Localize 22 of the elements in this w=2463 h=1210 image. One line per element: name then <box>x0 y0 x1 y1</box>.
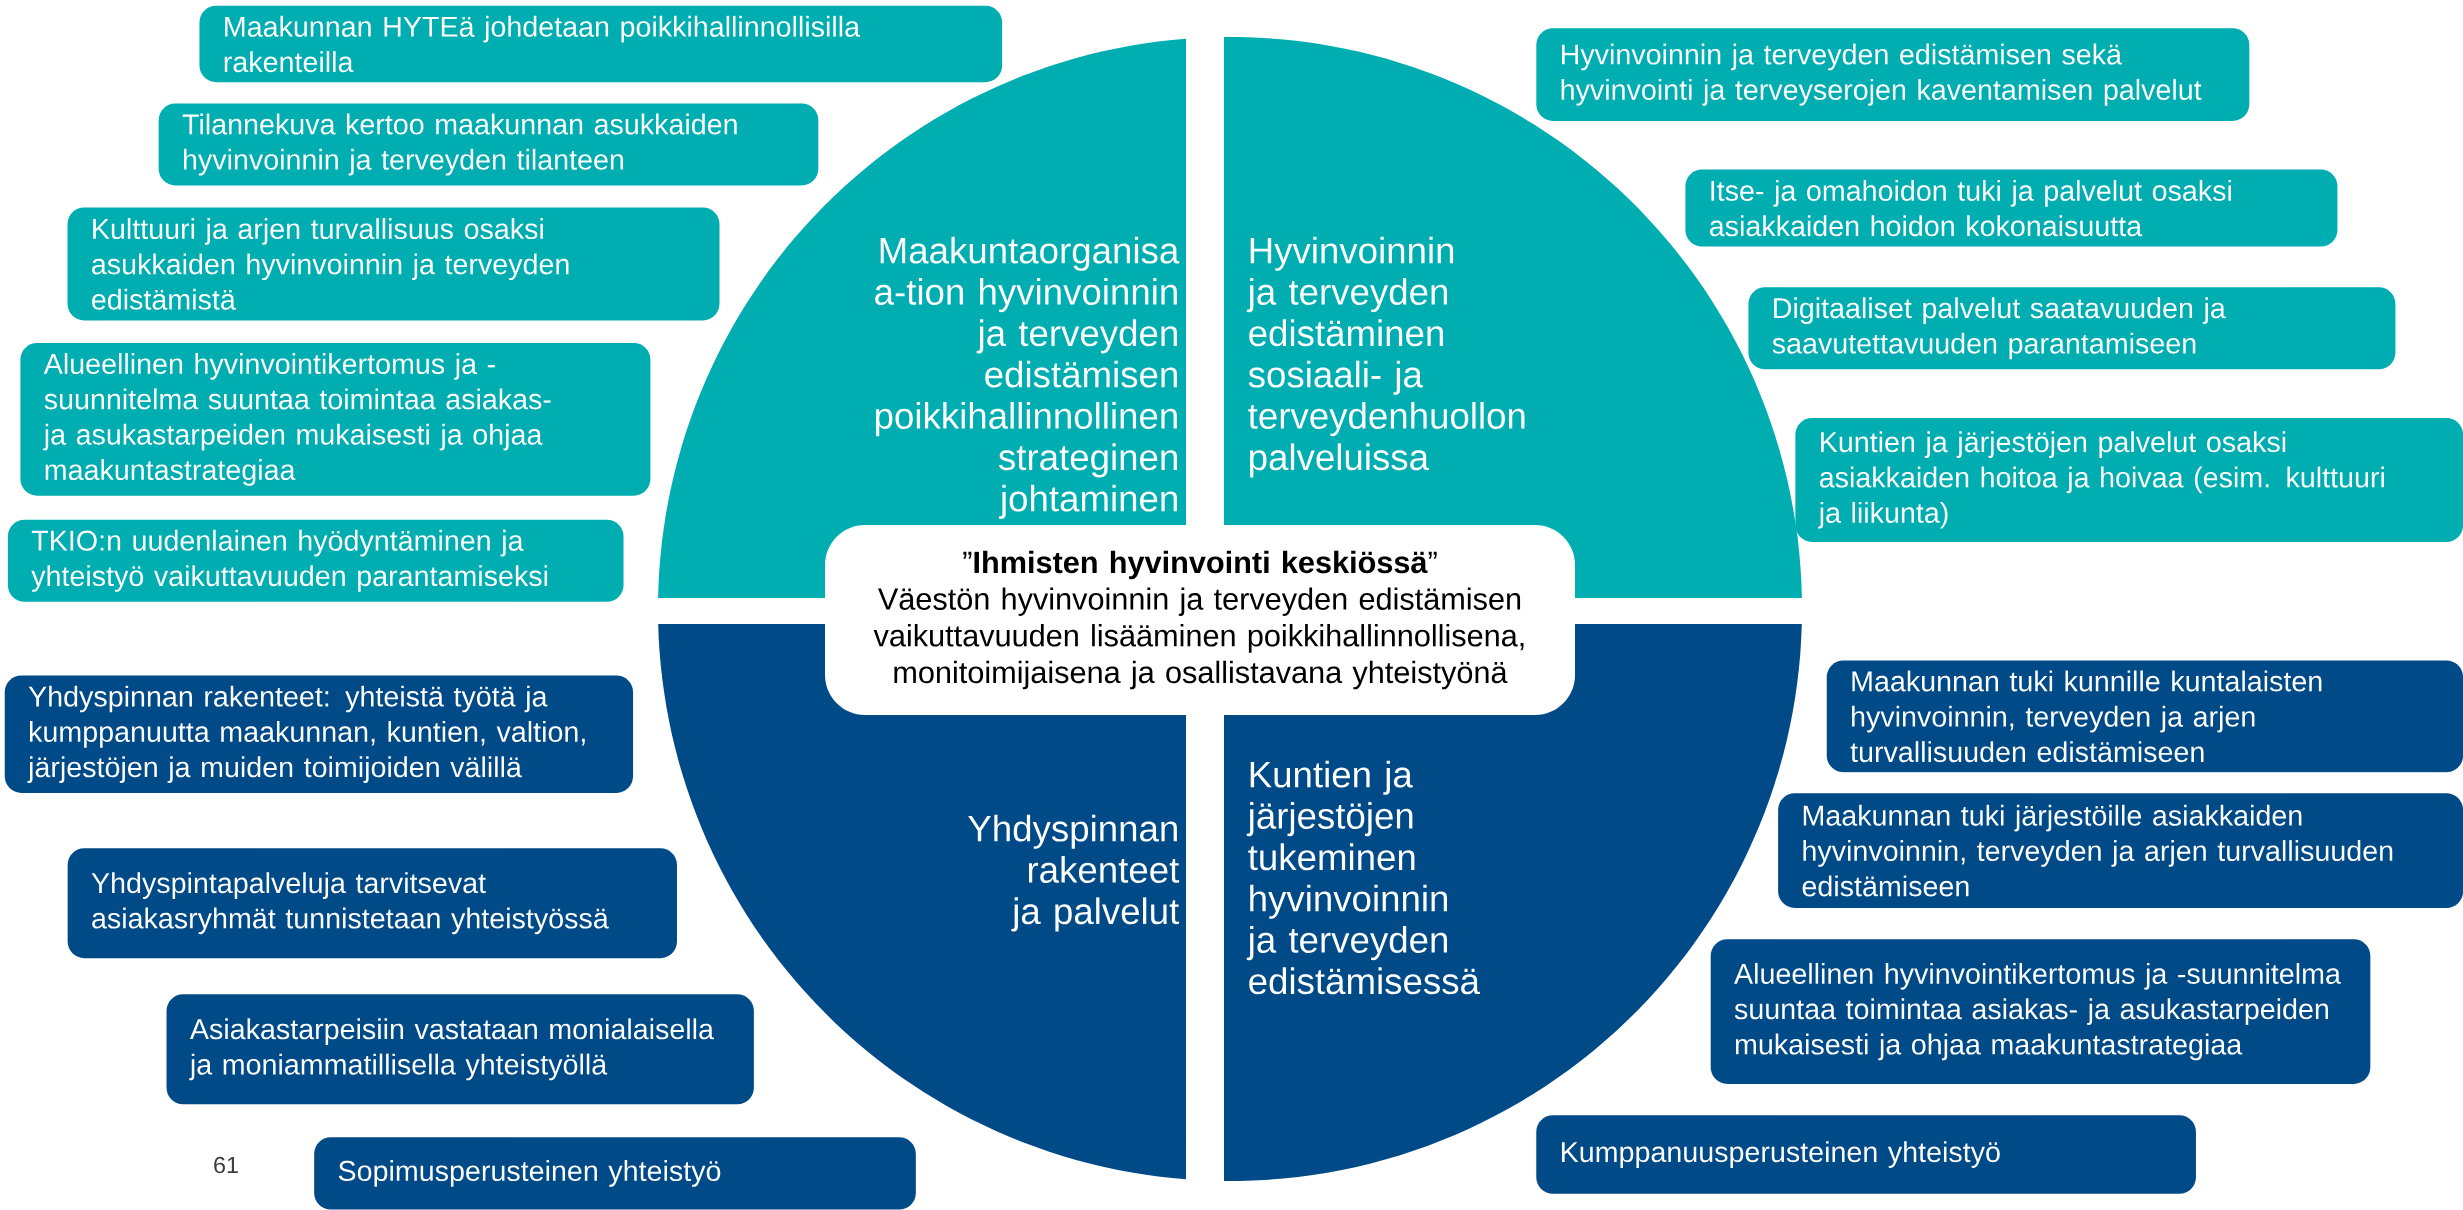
text-box: Sopimusperusteinen yhteistyö <box>314 1137 916 1210</box>
text-box: Yhdyspintapalveluja tarvitsevat asiakasryhmät tunnistetaan yhteistyössä <box>67 848 677 959</box>
text-box: Asiakastarpeisiin vastataan monialaisella ja moniammatillisella yhteistyöllä <box>166 994 754 1105</box>
page-number: 61 <box>214 1156 238 1174</box>
center-box: ”Ihmisten hyvinvointi keskiössä” Väestön hyvinvoinnin ja terveyden edistämisen vaikuttavuuden lisääminen poikkihallinnollisena, monitoimijaisena ja osallistavana yhteistyönä <box>825 525 1575 715</box>
text-box: Hyvinvoinnin ja terveyden edistämisen sekä hyvinvointi ja terveyserojen kaventamisen palvelut <box>1536 28 2250 121</box>
node-label: Hyvinvoinnin ja terveyden edistäminen sosiaali- ja terveydenhuollon palveluissa <box>1246 236 1525 478</box>
text-box: Yhdyspinnan rakenteet: yhteistä työtä ja kumppanuutta maakunnan, kuntien, valtion, järjestöjen ja muiden toimijoiden välillä <box>4 675 634 793</box>
text-box: Maakunnan HYTEä johdetaan poikkihallinnollisilla rakenteilla <box>199 5 1003 83</box>
text-box: Digitaaliset palvelut saatavuuden ja saavutettavuuden parantamiseen <box>1748 287 2396 370</box>
text-box: Maakunnan tuki järjestöille asiakkaiden hyvinvoinnin, terveyden ja arjen turvallisuuden edistämiseen <box>1778 793 2463 908</box>
node-label: Maakuntaorganisa a-tion hyvinvoinnin ja terveyden edistämisen poikkihallinnollinen strateginen johtaminen <box>875 236 1180 519</box>
text-box: Maakunnan tuki kunnille kuntalaisten hyvinvoinnin, terveyden ja arjen turvallisuuden edistämiseen <box>1826 660 2463 773</box>
text-box: Itse- ja omahoidon tuki ja palvelut osaksi asiakkaiden hoidon kokonaisuutta <box>1685 169 2338 247</box>
text-box: Kumppanuusperusteinen yhteistyö <box>1536 1115 2196 1194</box>
text-box: Tilannekuva kertoo maakunnan asukkaiden hyvinvoinnin ja terveyden tilanteen <box>158 103 819 186</box>
node-label: Kuntien ja järjestöjen tukeminen hyvinvoinnin ja terveyden edistämisessä <box>1246 760 1480 995</box>
text-box: Kulttuuri ja arjen turvallisuus osaksi asukkaiden hyvinvoinnin ja terveyden edistämistä <box>67 207 720 321</box>
text-box: TKIO:n uudenlainen hyödyntäminen ja yhteistyö vaikuttavuuden parantamiseksi <box>7 519 624 602</box>
text-box: Alueellinen hyvinvointikertomus ja -suunnitelma suuntaa toimintaa asiakas- ja asukastarpeiden mukaisesti ja ohjaa maakuntastrategiaa <box>20 343 651 496</box>
text-box: Alueellinen hyvinvointikertomus ja -suunnitelma suuntaa toimintaa asiakas- ja asukastarpeiden mukaisesti ja ohjaa maakuntastrategiaa <box>1710 939 2371 1084</box>
text-box: Kuntien ja järjestöjen palvelut osaksi asiakkaiden hoitoa ja hoivaa (esim. kulttuuri ja liikunta) <box>1795 417 2463 542</box>
